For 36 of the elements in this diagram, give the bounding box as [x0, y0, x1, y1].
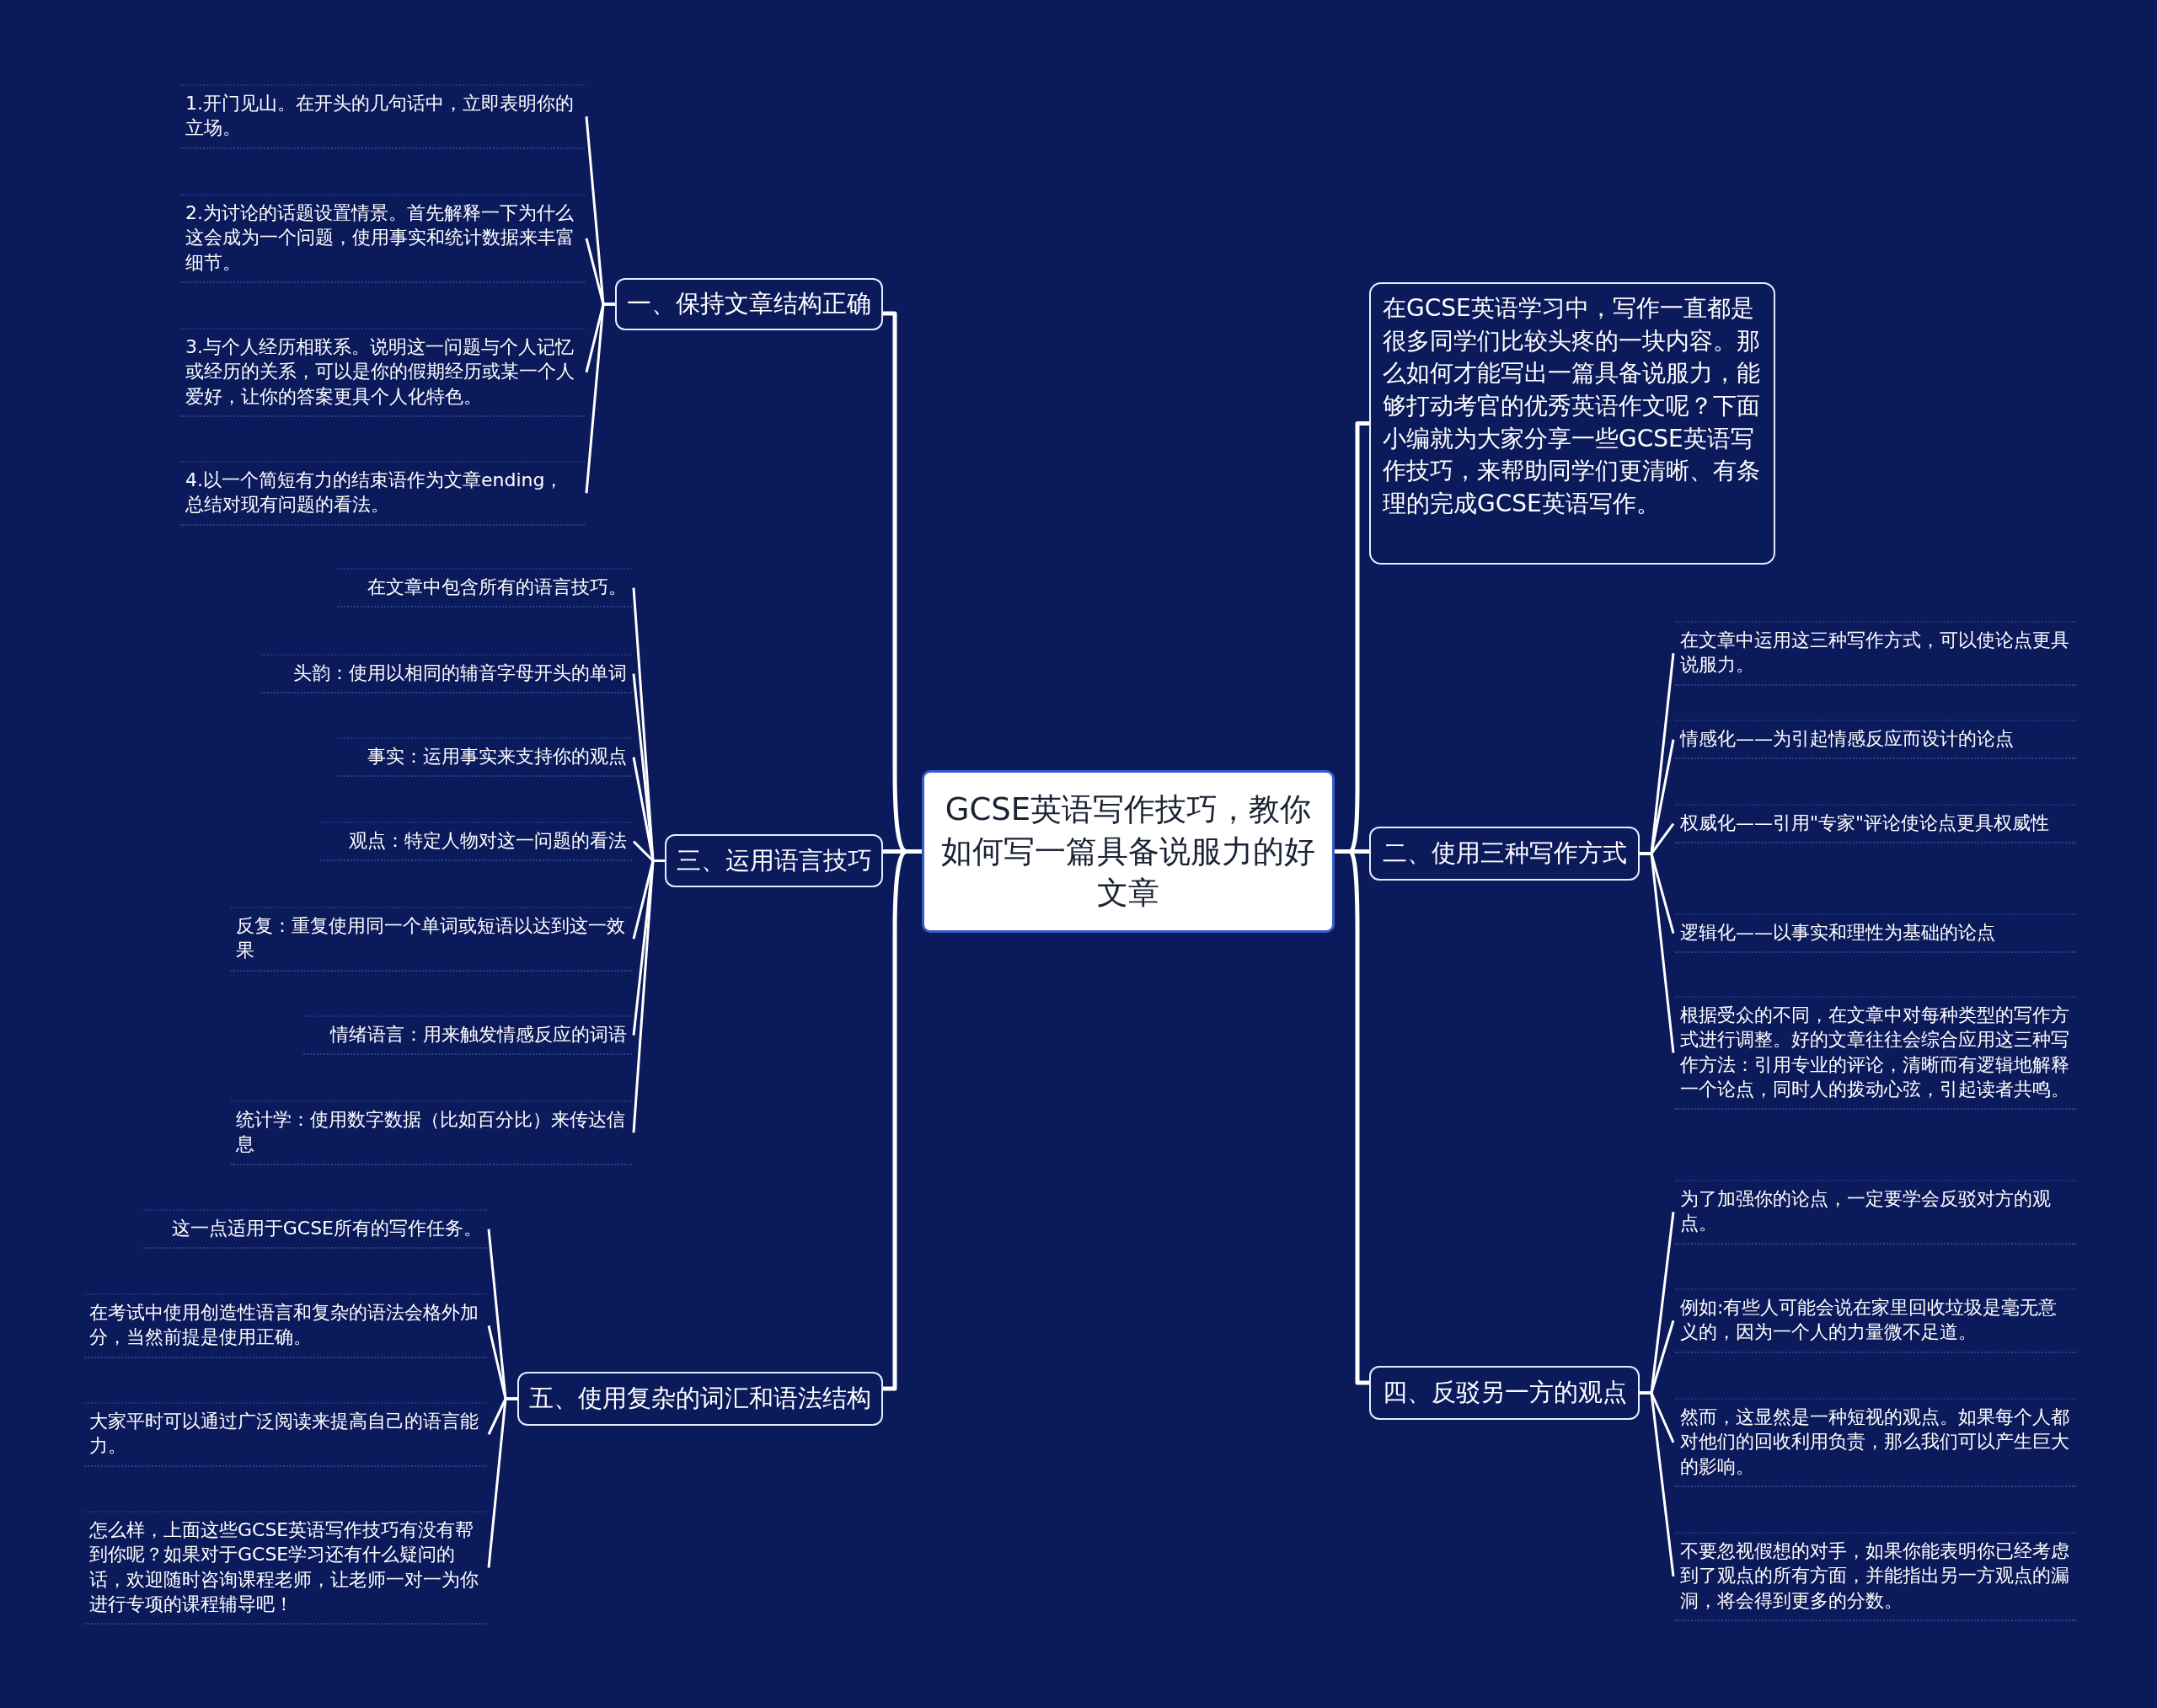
- note-text: 3.与个人经历相联系。说明这一问题与个人记忆或经历的关系，可以是你的假期经历或某一个人爱好，让你的答案更具个人化特色。: [180, 328, 585, 417]
- note-text: 在文章中包含所有的语言技巧。: [337, 568, 632, 608]
- connector-line: [585, 303, 615, 494]
- topic-box: 四、反驳另一方的观点: [1369, 1366, 1640, 1420]
- connector-line: [487, 1397, 517, 1568]
- note-text: 在文章中运用这三种写作方式，可以使论点更具说服力。: [1675, 621, 2076, 686]
- note-text: 在考试中使用创造性语言和复杂的语法会格外加分，当然前提是使用正确。: [84, 1293, 487, 1358]
- topic-box: 三、运用语言技巧: [665, 834, 883, 887]
- note-text: 4.以一个简短有力的结束语作为文章ending，总结对现有问题的看法。: [180, 461, 585, 526]
- note-text: 1.开门见山。在开头的几句话中，立即表明你的立场。: [180, 84, 585, 149]
- note-text: 根据受众的不同，在文章中对每种类型的写作方式进行调整。好的文章往往会综合应用这三种写作方法：引用专业的评论，清晰而有逻辑地解释一个论点，同时人的拨动心弦，引起读者共鸣。: [1675, 996, 2076, 1110]
- intro-text-box: 在GCSE英语学习中，写作一直都是很多同学们比较头疼的一块内容。那么如何才能写出一篇具备说服力，能够打动考官的优秀英语作文呢？下面小编就为大家分享一些GCSE英语写作技巧，来帮助同学们更清晰、有条理的完成GCSE英语写作。: [1369, 282, 1775, 565]
- note-text: 观点：特定人物对这一问题的看法: [320, 822, 632, 862]
- note-text: 逻辑化——以事实和理性为基础的论点: [1675, 913, 2076, 954]
- note-text: 不要忽视假想的对手，如果你能表明你已经考虑到了观点的所有方面，并能指出另一方观点的漏洞，将会得到更多的分数。: [1675, 1532, 2076, 1621]
- note-text: 反复：重复使用同一个单词或短语以达到这一效果: [231, 907, 632, 972]
- connector-line: [632, 859, 665, 1133]
- note-text: 情感化——为引起情感反应而设计的论点: [1675, 720, 2076, 760]
- note-text: 为了加强你的论点，一定要学会反驳对方的观点。: [1675, 1180, 2076, 1245]
- note-text: 权威化——引用"专家"评论使论点更具权威性: [1675, 804, 2076, 844]
- topic-box: 五、使用复杂的词汇和语法结构: [517, 1372, 883, 1426]
- note-text: 2.为讨论的话题设置情景。首先解释一下为什么这会成为一个问题，使用事实和统计数据来丰富细节。: [180, 194, 585, 283]
- note-text: 怎么样，上面这些GCSE英语写作技巧有没有帮到你呢？如果对于GCSE学习还有什么疑问的话，欢迎随时咨询课程老师，让老师一对一为你进行专项的课程辅导吧！: [84, 1511, 487, 1625]
- note-text: 然而，这显然是一种短视的观点。如果每个人都对他们的回收利用负责，那么我们可以产生巨大的影响。: [1675, 1398, 2076, 1487]
- note-text: 情绪语言：用来触发情感反应的词语: [303, 1015, 632, 1056]
- note-text: 事实：运用事实来支持你的观点: [337, 737, 632, 778]
- note-text: 头韵：使用以相同的辅音字母开头的单词: [261, 654, 632, 694]
- connector-line: [1640, 852, 1675, 1053]
- topic-box: 二、使用三种写作方式: [1369, 827, 1640, 881]
- note-text: 大家平时可以通过广泛阅读来提高自己的语言能力。: [84, 1402, 487, 1467]
- topic-box: 一、保持文章结构正确: [615, 278, 883, 330]
- central-topic-box: GCSE英语写作技巧，教你如何写一篇具备说服力的好文章: [922, 770, 1335, 933]
- note-text: 统计学：使用数字数据（比如百分比）来传达信息: [231, 1100, 632, 1165]
- note-text: 这一点适用于GCSE所有的写作任务。: [143, 1209, 487, 1250]
- note-text: 例如:有些人可能会说在家里回收垃圾是毫无意义的，因为一个人的力量微不足道。: [1675, 1288, 2076, 1353]
- connector-line: [1640, 1391, 1675, 1577]
